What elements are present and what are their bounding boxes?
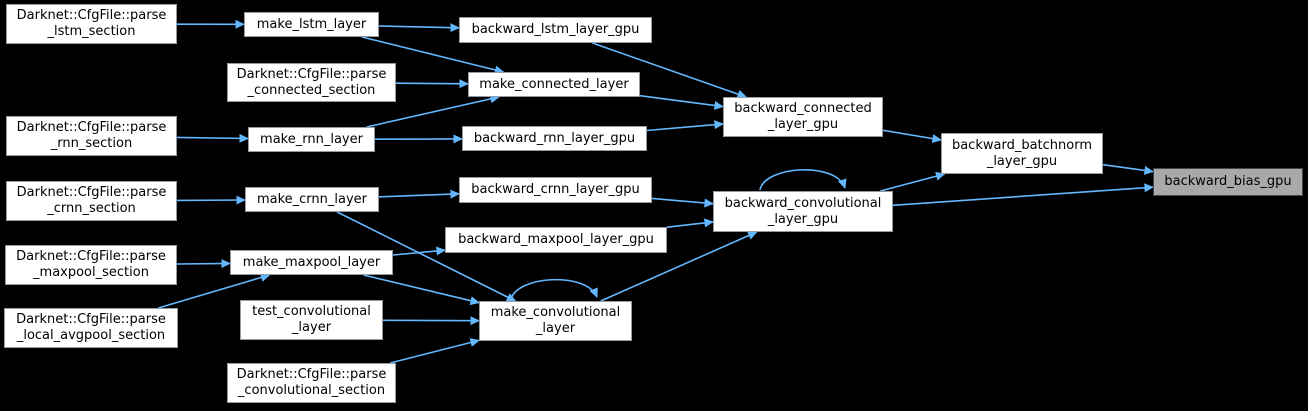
node-label: make_crnn_layer [256,191,368,207]
node-make-connected-layer[interactable]: make_connected_layer [468,72,640,97]
node-label: Darknet::CfgFile::parse _maxpool_section [16,249,166,280]
edge-make-rnn-layer-to-make-connected-layer [366,94,500,128]
node-backward-rnn-layer-gpu[interactable]: backward_rnn_layer_gpu [462,126,647,151]
node-make-crnn-layer[interactable]: make_crnn_layer [245,187,379,212]
edge-backward-rnn-layer-gpu-to-backward-connected-layer-gpu [646,120,724,132]
edge-backward-convolutional-layer-gpu-to-backward-bias-gpu [892,183,1154,207]
edge-make-convolutional-layer-to-make-convolutional-layer [510,278,598,301]
edge-backward-crnn-layer-gpu-to-backward-convolutional-layer-gpu [651,197,714,208]
node-label: backward_batchnorm _layer_gpu [951,137,1093,169]
edge-parse-convolutional-section-to-make-convolutional-layer [390,338,480,364]
edge-make-crnn-layer-to-backward-crnn-layer-gpu [378,189,460,199]
node-backward-connected-layer-gpu[interactable]: backward_connected _layer_gpu [723,97,883,137]
node-label: test_convolutional _layer [252,304,371,335]
node-label: backward_bias_gpu [1164,174,1292,189]
edge-make-maxpool-layer-to-backward-maxpool-layer-gpu [392,246,446,256]
node-parse-convolutional-section[interactable]: Darknet::CfgFile::parse _convolutional_s… [227,363,396,403]
node-label: Darknet::CfgFile::parse _lstm_section [16,8,167,39]
node-label: Darknet::CfgFile::parse _convolutional_s… [236,367,387,398]
edge-backward-lstm-layer-gpu-to-backward-connected-layer-gpu [592,42,747,99]
node-label: Darknet::CfgFile::parse _connected_secti… [236,66,387,98]
edge-make-connected-layer-to-backward-connected-layer-gpu [639,94,724,110]
edge-backward-batchnorm-layer-gpu-to-backward-bias-gpu [1102,163,1154,175]
node-parse-rnn-section[interactable]: Darknet::CfgFile::parse _rnn_section [6,116,177,156]
edge-make-maxpool-layer-to-make-convolutional-layer [363,274,480,306]
node-label: make_rnn_layer [260,131,363,147]
edge-parse-rnn-section-to-make-rnn-layer [176,133,249,143]
node-make-rnn-layer[interactable]: make_rnn_layer [248,127,375,152]
node-label: Darknet::CfgFile::parse _local_avgpool_s… [16,312,166,343]
node-label: Darknet::CfgFile::parse _crnn_section [16,185,167,216]
node-make-convolutional-layer[interactable]: make_convolutional _layer [479,301,632,341]
node-make-lstm-layer[interactable]: make_lstm_layer [244,12,379,37]
node-parse-connected-section[interactable]: Darknet::CfgFile::parse _connected_secti… [227,63,396,102]
edge-make-lstm-layer-to-make-connected-layer [361,36,505,75]
node-make-maxpool-layer[interactable]: make_maxpool_layer [230,250,393,275]
node-label: Darknet::CfgFile::parse _rnn_section [16,120,167,151]
node-label: make_lstm_layer [256,16,367,32]
node-backward-maxpool-layer-gpu[interactable]: backward_maxpool_layer_gpu [445,227,667,253]
node-label: backward_connected _layer_gpu [734,101,872,132]
edge-parse-local-avgpool-section-to-make-maxpool-layer [158,273,271,309]
node-backward-bias-gpu[interactable]: backward_bias_gpu [1153,168,1303,196]
node-label: make_maxpool_layer [242,254,381,270]
edge-backward-connected-layer-gpu-to-backward-batchnorm-layer-gpu [882,129,942,144]
edge-make-convolutional-layer-to-backward-convolutional-layer-gpu [600,231,758,302]
edge-backward-convolutional-layer-gpu-to-backward-batchnorm-layer-gpu [880,171,946,192]
node-backward-lstm-layer-gpu[interactable]: backward_lstm_layer_gpu [459,17,652,43]
node-test-convolutional-layer[interactable]: test_convolutional _layer [240,300,383,340]
node-label: make_convolutional _layer [490,305,621,336]
node-backward-convolutional-layer-gpu[interactable]: backward_convolutional _layer_gpu [713,191,893,232]
node-label: backward_lstm_layer_gpu [471,22,640,37]
edge-parse-connected-section-to-make-connected-layer [395,79,469,89]
node-label: backward_convolutional _layer_gpu [724,195,882,227]
node-backward-batchnorm-layer-gpu[interactable]: backward_batchnorm _layer_gpu [941,133,1103,174]
edge-backward-maxpool-layer-gpu-to-backward-convolutional-layer-gpu [666,218,714,228]
edge-backward-convolutional-layer-gpu-to-backward-convolutional-layer-gpu [759,169,847,191]
node-backward-crnn-layer-gpu[interactable]: backward_crnn_layer_gpu [459,177,652,203]
node-parse-crnn-section[interactable]: Darknet::CfgFile::parse _crnn_section [6,181,177,221]
edge-make-lstm-layer-to-backward-lstm-layer-gpu [378,23,460,33]
node-label: backward_rnn_layer_gpu [473,130,636,146]
node-parse-local-avgpool-section[interactable]: Darknet::CfgFile::parse _local_avgpool_s… [4,308,178,348]
node-label: backward_crnn_layer_gpu [471,182,640,197]
node-label: make_connected_layer [479,76,629,92]
node-label: backward_maxpool_layer_gpu [458,232,654,247]
node-parse-lstm-section[interactable]: Darknet::CfgFile::parse _lstm_section [6,4,177,44]
edge-make-crnn-layer-to-make-convolutional-layer [336,211,517,302]
edge-parse-maxpool-section-to-make-maxpool-layer [176,258,231,268]
node-parse-maxpool-section[interactable]: Darknet::CfgFile::parse _maxpool_section [5,245,177,285]
edge-group [158,19,1154,364]
